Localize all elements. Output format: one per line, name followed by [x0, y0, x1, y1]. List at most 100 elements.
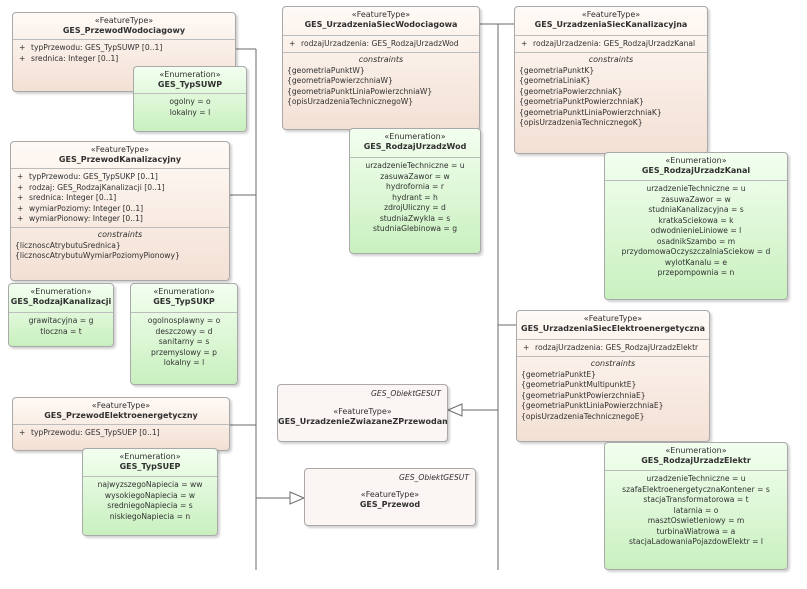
constraint-row: {geometriaPunktLiniaPowierzchniaK}: [519, 107, 662, 117]
generalization-arrowhead: [446, 403, 463, 417]
enum-literal: deszczowy = d: [155, 326, 213, 336]
enum-literal: niskiegoNapiecia = n: [109, 511, 191, 521]
enum-typ-suep[interactable]: «Enumeration» GES_TypSUEP najwyzszegoNap…: [82, 448, 218, 536]
enum-literal: studniaZwykla = s: [379, 213, 451, 223]
enum-literal: latarnia = o: [673, 505, 719, 515]
constraint-row: {geometriaPunktLiniaPowierzchniaE}: [521, 401, 664, 410]
constraint-row: {geometriaPunktW}: [287, 65, 365, 75]
attribute-row: +typPrzewodu: GES_TypSUKP [0..1]: [17, 172, 158, 181]
constraint-row: {geometriaPunktK}: [519, 65, 595, 75]
constraint-row: {geometriaPunktE}: [521, 369, 596, 379]
stereotype-label: «FeatureType»: [351, 10, 411, 19]
enum-literal: przemyslowy = p: [151, 347, 217, 357]
constraint-row: {geometriaPunktMultipunktE}: [521, 380, 637, 389]
enum-literal: najwyzszegoNapiecia = ww: [97, 480, 203, 489]
stereotype-label: «Enumeration»: [119, 452, 181, 461]
constraint-row: {opisUrzadzeniaTechnicznegoW}: [287, 97, 414, 106]
enum-literal: przydomowaOczyszczalniaSciekow = d: [621, 247, 771, 256]
stereotype-label: «Enumeration»: [159, 70, 221, 79]
enum-literal: wysokiegoNapiecia = w: [104, 490, 196, 500]
class-przewod-elektroenergetyczny[interactable]: «FeatureType» GES_PrzewodElektroenergety…: [12, 397, 230, 451]
attribute-row: +wymiarPionowy: Integer [0..1]: [17, 214, 143, 223]
stereotype-label: «FeatureType»: [333, 407, 392, 416]
class-urzadzenia-siec-wodociagowa[interactable]: «FeatureType» GES_UrzadzeniaSiecWodociag…: [282, 6, 480, 130]
constraint-row: {opisUrzadzeniaTechnicznegoE}: [521, 411, 645, 421]
attribute-row: +srednica: Integer [0..1]: [17, 193, 117, 202]
class-urzadzenia-siec-elektroenergetyczna[interactable]: «FeatureType» GES_UrzadzeniaSiecElektroe…: [516, 310, 710, 442]
class-przewod[interactable]: GES_ObiektGESUT «FeatureType» GES_Przewo…: [304, 468, 476, 526]
enum-rodzaj-kanalizacji[interactable]: «Enumeration» GES_RodzajKanalizacji graw…: [8, 283, 114, 347]
attribute-row: +rodzajUrzadzenia: GES_RodzajUrzadzElekt…: [523, 343, 699, 352]
stereotype-label: «FeatureType»: [94, 16, 154, 25]
enum-literal: lokalny = l: [163, 358, 205, 367]
enum-literal: urzadzenieTechniczne = u: [646, 474, 746, 483]
enum-literal: zasuwaZawor = w: [661, 194, 731, 204]
enum-rodzaj-urzadz-elektr[interactable]: «Enumeration» GES_RodzajUrzadzElektr urz…: [604, 442, 788, 570]
enum-rodzaj-urzadz-wod[interactable]: «Enumeration» GES_RodzajUrzadzWod urzadz…: [349, 128, 481, 254]
enum-literal: wylotKanalu = e: [664, 257, 728, 267]
enum-literal: hydrant = h: [392, 192, 438, 202]
attribute-row: +rodzaj: GES_RodzajKanalizacji [0..1]: [17, 182, 165, 192]
stereotype-label: «Enumeration»: [384, 132, 446, 141]
enum-literal: stacjaLadowaniaPojazdowElektr = l: [628, 537, 764, 546]
enum-literal: studniaGlebinowa = g: [372, 224, 458, 233]
enum-literal: zdrojUliczny = d: [384, 203, 446, 212]
enum-literal: hydrofornia = r: [386, 182, 444, 191]
constraint-row: {geometriaPunktPowierzchniaK}: [519, 97, 644, 106]
enum-literal: studniaKanalizacyjna = s: [648, 205, 744, 214]
parent-class-label: GES_ObiektGESUT: [399, 473, 469, 482]
stereotype-label: «FeatureType»: [360, 490, 420, 499]
enum-literal: osadnikSzambo = m: [656, 236, 736, 246]
enum-literal: turbinaWiatrowa = a: [656, 526, 736, 536]
enum-rodzaj-urzadz-kanal[interactable]: «Enumeration» GES_RodzajUrzadzKanal urza…: [604, 152, 788, 300]
attribute-row: +rodzajUrzadzenia: GES_RodzajUrzadzKanal: [521, 39, 696, 48]
enum-literal: urzadzenieTechniczne = u: [646, 184, 746, 193]
class-name: GES_UrzadzeniaSiecKanalizacyjna: [534, 20, 688, 29]
class-name: GES_UrzadzeniaSiecWodociagowa: [304, 20, 458, 29]
enum-typ-suwp[interactable]: «Enumeration» GES_TypSUWP ogolny = o lok…: [133, 66, 247, 132]
class-przewod-kanalizacyjny[interactable]: «FeatureType» GES_PrzewodKanalizacyjny +…: [10, 141, 230, 281]
stereotype-label: «FeatureType»: [90, 145, 150, 154]
constraints-title: constraints: [97, 229, 143, 239]
class-name: GES_UrzadzeniaSiecElektroenergetyczna: [521, 324, 705, 333]
stereotype-label: «FeatureType»: [583, 314, 643, 323]
enum-literal: sanitarny = s: [158, 337, 210, 346]
attribute-row: +typPrzewodu: GES_TypSUEP [0..1]: [19, 428, 160, 437]
class-name: GES_PrzewodElektroenergetyczny: [44, 411, 198, 420]
enum-literal: kratkaSciekowa = k: [658, 215, 734, 225]
enum-literal: tloczna = t: [40, 326, 82, 336]
enum-name: GES_TypSUEP: [119, 462, 181, 471]
stereotype-label: «Enumeration»: [30, 287, 92, 296]
enum-literal: przepompownia = n: [657, 268, 735, 277]
parent-class-label: GES_ObiektGESUT: [371, 389, 441, 398]
constraint-row: {geometriaPowierzchniaW}: [287, 76, 393, 85]
constraint-row: {opisUrzadzeniaTechnicznegoK}: [519, 118, 643, 127]
enum-name: GES_RodzajUrzadzWod: [363, 142, 467, 151]
class-przewod-wodociagowy[interactable]: «FeatureType» GES_PrzewodWodociagowy +ty…: [12, 12, 236, 92]
attribute-row: +wymiarPoziomy: Integer [0..1]: [17, 203, 144, 213]
stereotype-label: «FeatureType»: [581, 10, 641, 19]
enum-literal: grawitacyjna = g: [28, 316, 94, 325]
enum-typ-sukp[interactable]: «Enumeration» GES_TypSUKP ogolnospławny …: [130, 283, 238, 385]
enum-literal: stacjaTransformatorowa = t: [643, 495, 749, 504]
class-urzadzenia-siec-kanalizacyjna[interactable]: «FeatureType» GES_UrzadzeniaSiecKanaliza…: [514, 6, 708, 154]
enum-literal: zasuwaZawor = w: [380, 171, 450, 181]
enum-literal: odwodnienieLiniowe = l: [650, 226, 742, 235]
enum-literal: urzadzenieTechniczne = u: [365, 161, 465, 170]
stereotype-label: «Enumeration»: [665, 446, 727, 455]
constraints-title: constraints: [588, 54, 634, 64]
attribute-row: +srednica: Integer [0..1]: [19, 53, 119, 63]
generalization-arrowhead: [289, 491, 306, 505]
class-name: GES_UrzadzenieZwiazaneZPrzewodami: [278, 417, 448, 426]
class-name: GES_PrzewodWodociagowy: [62, 26, 186, 35]
constraint-row: {geometriaLiniaK}: [519, 76, 591, 85]
class-urzadzenie-zwiazane-z-przewodami[interactable]: GES_ObiektGESUT «FeatureType» GES_Urzadz…: [277, 384, 448, 442]
enum-name: GES_RodzajUrzadzElektr: [641, 456, 751, 465]
constraint-row: {licznoscAtrybutuWymiarPoziomyPionowy}: [15, 251, 180, 260]
stereotype-label: «FeatureType»: [91, 401, 151, 410]
stereotype-label: «Enumeration»: [665, 156, 727, 165]
constraint-row: {licznoscAtrybutuSrednica}: [15, 240, 121, 250]
enum-literal: masztOswietleniowy = m: [647, 516, 745, 525]
enum-name: GES_RodzajUrzadzKanal: [641, 166, 751, 175]
